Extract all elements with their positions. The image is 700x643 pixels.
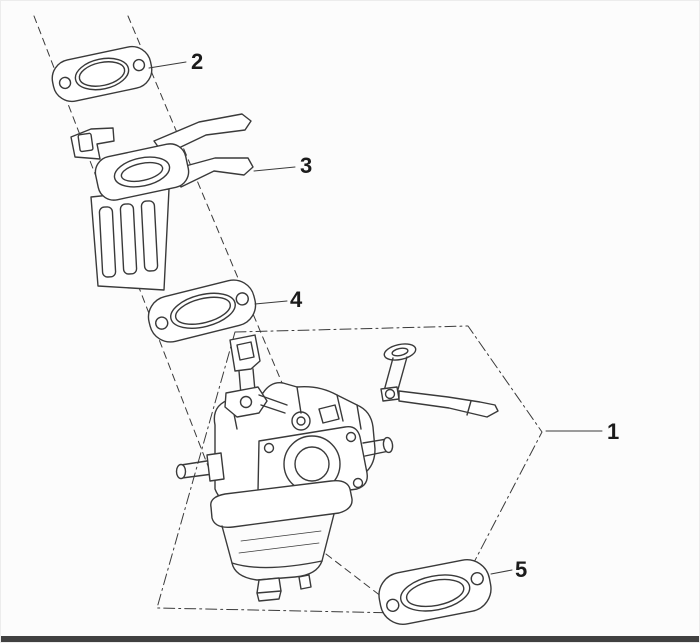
bolt-hole [263, 442, 275, 454]
part-label-4: 4 [290, 287, 303, 312]
gasket-part-4 [147, 279, 257, 343]
bolt-hole [470, 571, 484, 586]
fuel-inlet [175, 452, 225, 482]
part-1-boundary [156, 325, 543, 615]
part-label-2: 2 [191, 49, 203, 74]
bolt-hole [352, 477, 364, 489]
bolt-hole [58, 76, 72, 90]
bowl-stud [298, 574, 312, 590]
leader-line-3 [253, 166, 296, 172]
choke-bracket [229, 334, 261, 372]
throttle-rod [398, 390, 499, 418]
choke-linkage [224, 386, 268, 418]
bolt-hole [386, 598, 400, 613]
bottom-edge-bar [1, 636, 699, 642]
bolt-hole [235, 292, 249, 306]
drain-plug [256, 577, 282, 594]
leader-line-4 [254, 300, 288, 305]
part-label-3: 3 [300, 153, 312, 178]
part-labels: 1 2 3 4 5 [191, 49, 619, 582]
throttle-arm [380, 343, 499, 418]
leader-lines [148, 61, 603, 575]
gasket-part-2 [51, 45, 153, 103]
bolt-hole [155, 316, 169, 330]
insulator-part-3 [70, 113, 254, 291]
part-label-5: 5 [515, 557, 527, 582]
float-bowl [210, 479, 353, 602]
leader-line-5 [490, 569, 513, 575]
lower-fork-arm [170, 157, 254, 188]
gasket-part-5 [378, 559, 492, 625]
bolt-hole [132, 58, 146, 72]
carburetor-part-1 [175, 334, 499, 602]
leader-line-2 [148, 61, 187, 69]
part-label-1: 1 [607, 419, 619, 444]
bolt-hole [345, 431, 357, 443]
